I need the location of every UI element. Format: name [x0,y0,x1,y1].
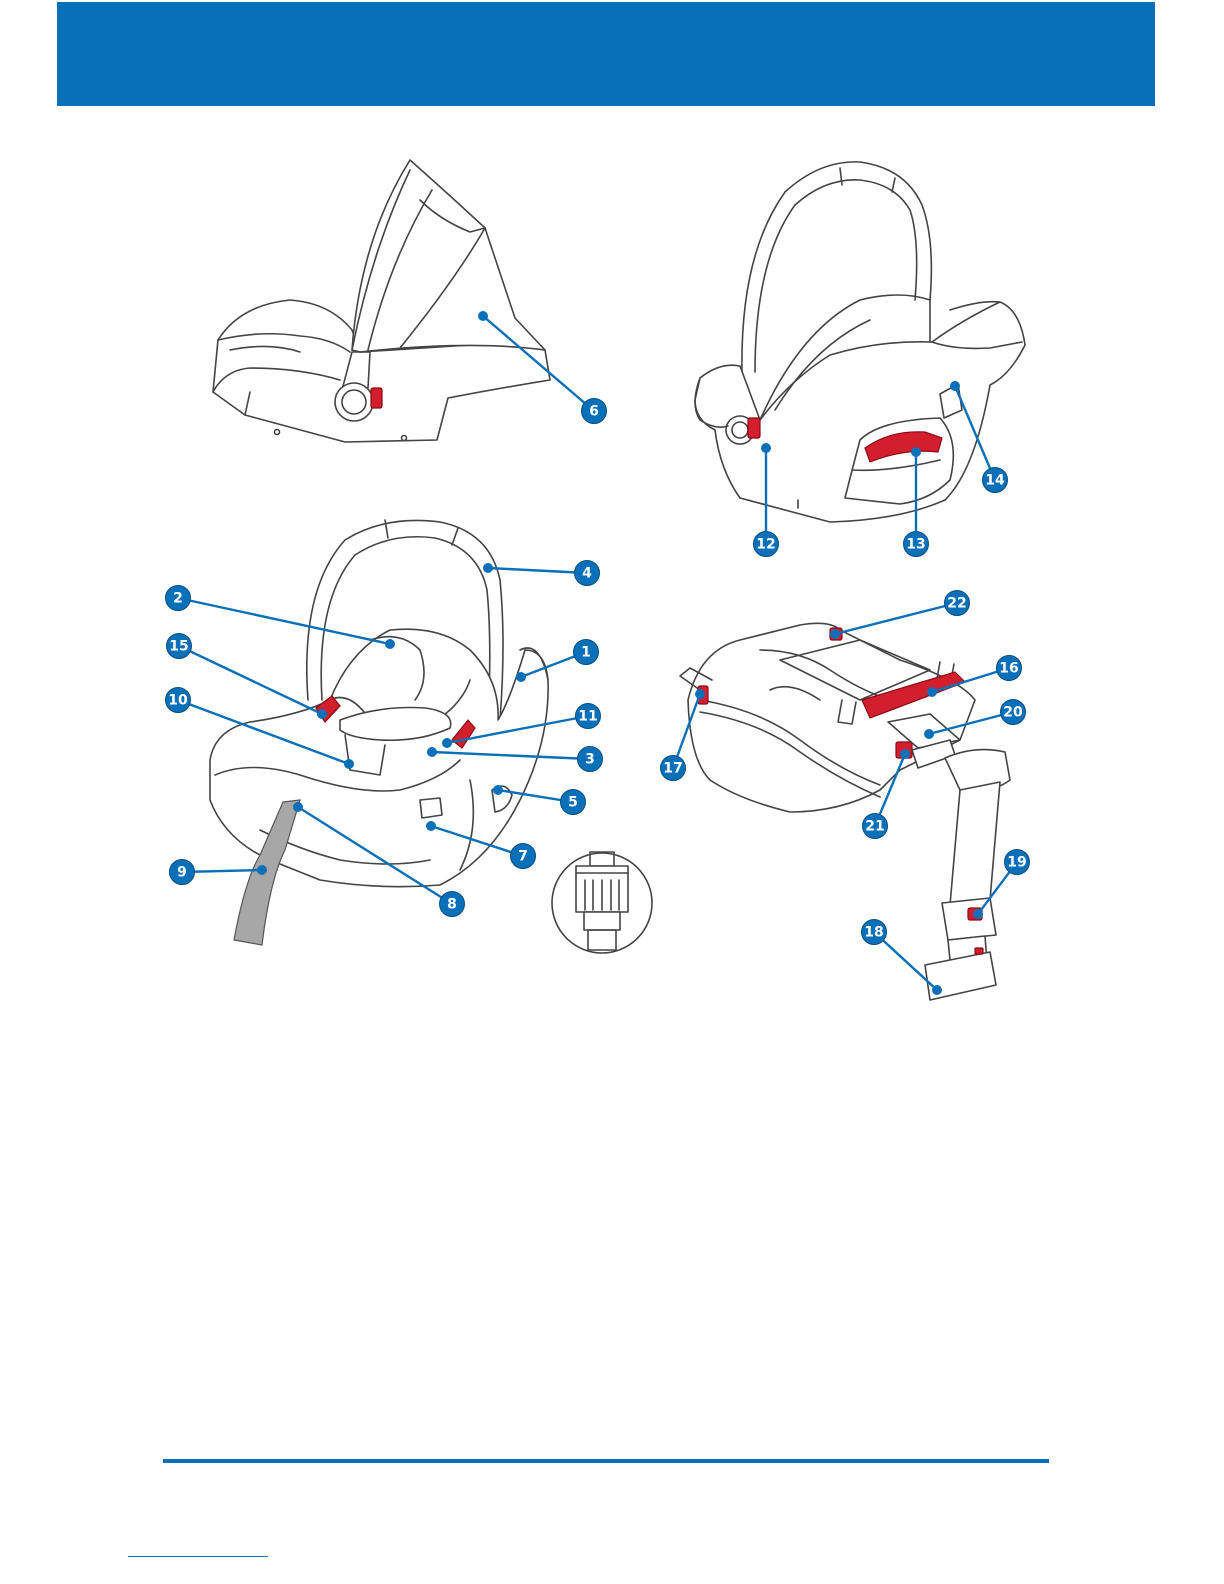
callout-badge-3: 3 [578,747,603,772]
handle-release-tab [371,388,382,408]
callout-number: 14 [985,473,1005,489]
callout-badge-16: 16 [997,656,1022,681]
callout-anchor-14 [950,381,960,391]
callout-number: 5 [568,795,578,811]
callout-badge-22: 22 [945,591,970,616]
callout-number: 9 [177,865,187,881]
callout-anchor-8 [293,802,303,812]
callout-anchor-4 [483,563,493,573]
callout-anchor-9 [257,865,267,875]
callout-number: 12 [756,537,775,553]
callout-number: 6 [589,404,599,420]
callout-number: 1 [581,645,591,661]
callout-badge-8: 8 [440,892,465,917]
callout-anchor-6 [478,311,488,321]
callout-badge-20: 20 [1001,700,1026,725]
callout-number: 10 [168,693,188,709]
callout-anchor-20 [924,729,934,739]
callout-anchor-10 [344,759,354,769]
callout-number: 11 [578,709,597,725]
callout-leader-2 [178,598,390,644]
callout-anchor-12 [761,443,771,453]
callout-anchor-19 [973,909,983,919]
callout-anchor-5 [493,785,503,795]
callout-badge-7: 7 [511,844,536,869]
callout-badge-18: 18 [862,920,887,945]
callout-badge-9: 9 [170,860,195,885]
callout-number: 13 [906,537,925,553]
callout-number: 17 [663,761,682,777]
callout-badge-19: 19 [1005,850,1030,875]
callout-badge-14: 14 [983,468,1008,493]
callout-anchor-21 [900,749,910,759]
callout-number: 18 [864,925,883,941]
callout-badge-17: 17 [661,756,686,781]
callout-number: 2 [173,591,183,607]
footer-rule [163,1459,1049,1463]
callout-number: 21 [865,819,884,835]
callout-number: 15 [169,639,188,655]
callout-number: 19 [1007,855,1026,871]
callout-badge-15: 15 [167,634,192,659]
callout-badge-12: 12 [754,532,779,557]
callout-badge-10: 10 [166,688,191,713]
callout-number: 20 [1003,705,1023,721]
callout-badge-21: 21 [863,814,888,839]
callout-anchor-1 [516,672,526,682]
callout-leader-15 [179,646,322,714]
callout-anchor-3 [427,747,437,757]
callout-anchor-11 [442,738,452,748]
callout-anchor-16 [927,687,937,697]
callout-number: 8 [447,897,457,913]
callout-badge-5: 5 [561,790,586,815]
figure-harness-detail [552,852,652,953]
callout-anchor-2 [385,639,395,649]
callout-badge-1: 1 [574,640,599,665]
figure-carrier-rear [695,162,1025,522]
callout-anchor-15 [317,709,327,719]
callout-number: 16 [999,661,1018,677]
callout-anchor-22 [830,629,840,639]
callout-badge-11: 11 [576,704,601,729]
callout-anchor-17 [695,689,705,699]
callout-badge-4: 4 [575,561,600,586]
callout-number: 4 [582,566,592,582]
callout-badge-6: 6 [582,399,607,424]
figure-carrier-canopy [213,160,550,442]
callout-anchor-7 [426,821,436,831]
callout-anchor-13 [911,447,921,457]
callout-badge-13: 13 [904,532,929,557]
callout-leader-4 [488,568,587,573]
figure-isofix-base [680,623,1010,1000]
callout-number: 3 [585,752,595,768]
footer-short-rule [128,1556,268,1557]
callout-anchor-18 [932,985,942,995]
callout-number: 7 [518,849,528,865]
callout-number: 22 [947,596,966,612]
callout-badge-2: 2 [166,586,191,611]
callout-leader-22 [835,603,957,634]
